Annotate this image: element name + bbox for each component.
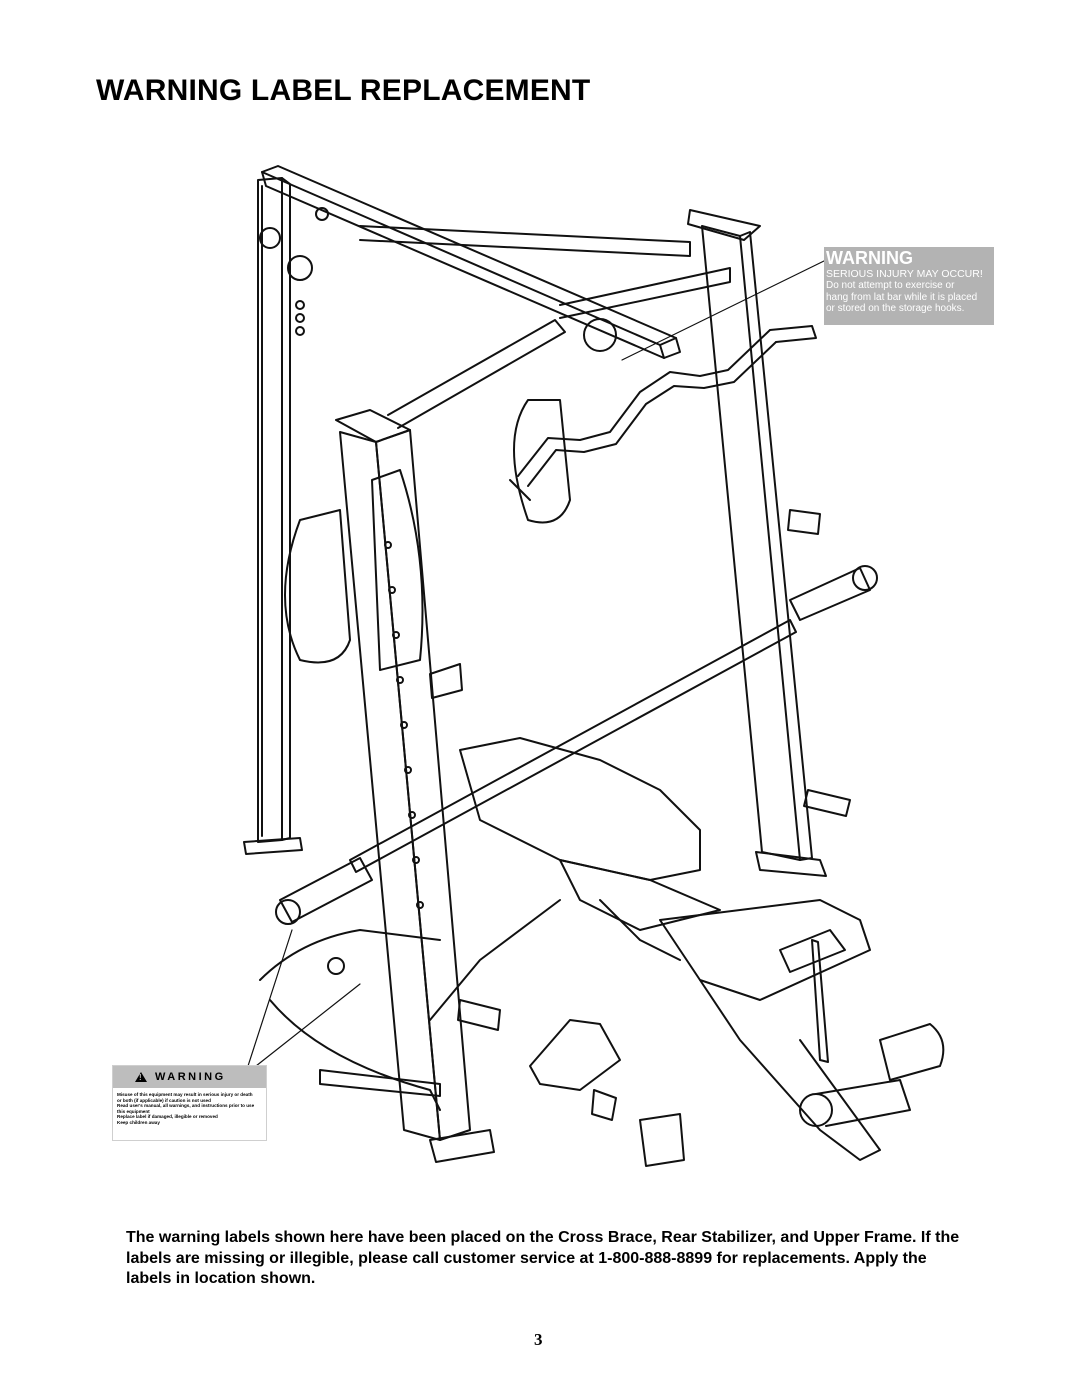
upper-label-line: Do not attempt to exercise or [826,280,955,291]
left-tower [243,177,313,855]
safety-hooks [429,509,851,1031]
accessories [529,1019,685,1167]
leader-lines [247,259,827,1067]
lower-label-body: Misuse of this equipment may result in s… [113,1088,266,1126]
lower-label-line: Read user's manual, all warnings, and in… [117,1103,255,1109]
warning-triangle-icon [135,1072,147,1082]
barbell [275,565,878,925]
upper-label-line: or stored on the storage hooks. [826,303,965,314]
upper-frame-warning-label: WARNING SERIOUS INJURY MAY OCCUR! Do not… [824,247,994,325]
lower-label-heading: WARNING [155,1071,226,1083]
lower-label-line: or both (if applicable) if caution is no… [117,1097,211,1103]
bench [429,737,945,1161]
rear-stabilizer [259,929,441,1111]
rear-stabilizer-warning-label: WARNING Misuse of this equipment may res… [112,1065,267,1141]
page-number: 3 [534,1330,543,1349]
page-title: WARNING LABEL REPLACEMENT [96,74,591,107]
instructions-caption: The warning labels shown here have been … [126,1229,960,1287]
lower-label-line: Replace label if damaged, illegible or r… [117,1114,218,1120]
rear-crossbars [359,225,731,429]
front-left-upright [335,409,495,1163]
lower-label-line: Keep children away [117,1119,160,1125]
lower-label-line: this equipment [117,1108,150,1114]
right-rear-upright [687,209,827,877]
lower-label-header-bar: WARNING [113,1066,266,1088]
upper-label-line: hang from lat bar while it is placed [826,291,978,303]
top-beam [261,165,681,359]
upper-label-heading: WARNING [826,248,913,268]
lower-label-line: Misuse of this equipment may result in s… [117,1092,253,1097]
weight-plates [284,399,571,671]
upper-label-subheading: SERIOUS INJURY MAY OCCUR! [826,268,983,280]
